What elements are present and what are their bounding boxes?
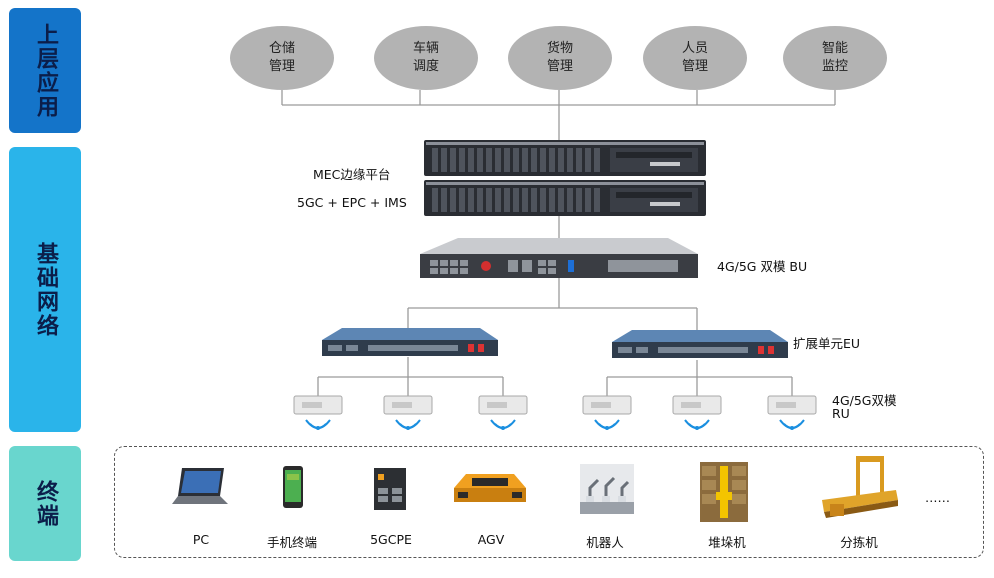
app-personnel-management: 人员管理 — [643, 26, 747, 90]
app-label: 货物 — [546, 41, 573, 56]
ru-unit-icon — [672, 395, 722, 430]
terminal-label-cpe: 5GCPE — [370, 532, 412, 547]
app-label: 智能 — [821, 41, 848, 56]
ru-unit-icon — [293, 395, 343, 430]
terminals-more: …… — [925, 490, 950, 505]
terminal-area-border — [114, 446, 984, 558]
app-label: 管理 — [546, 59, 573, 74]
app-vehicle-dispatch: 车辆调度 — [374, 26, 478, 90]
band-basic-network-label: 基础网络 — [33, 241, 58, 338]
cpe-router-icon — [374, 468, 406, 510]
ru-label-line1: 4G/5G双模 — [832, 393, 897, 408]
terminal-label-stacker: 堆垛机 — [708, 535, 746, 550]
ru-unit-icon — [767, 395, 817, 430]
sorting-machine-icon — [822, 456, 898, 518]
band-upper-application: 上层应用 — [9, 8, 81, 133]
ru-unit-icon — [478, 395, 528, 430]
core-network-label: 5GC + EPC + IMS — [297, 195, 407, 210]
band-terminal-label: 终端 — [33, 479, 58, 528]
bu-label: 4G/5G 双模 BU — [717, 259, 808, 274]
app-cargo-management: 货物管理 — [508, 26, 612, 90]
phone-icon — [283, 466, 303, 508]
terminal-label-pc: PC — [192, 532, 210, 547]
app-warehouse-management: 仓储管理 — [230, 26, 334, 90]
robot-arm-icon — [580, 464, 634, 514]
stacker-crane-icon — [700, 462, 748, 522]
eu-unit-left-icon — [322, 328, 498, 356]
app-label: 车辆 — [412, 41, 439, 56]
band-terminal: 终端 — [9, 446, 81, 561]
app-label: 仓储 — [268, 41, 295, 56]
app-label: 管理 — [681, 59, 708, 74]
terminal-label-phone: 手机终端 — [266, 535, 318, 550]
terminal-label-robot: 机器人 — [586, 535, 624, 550]
server-stack-icon — [424, 140, 706, 216]
eu-unit-right-icon — [612, 330, 788, 358]
app-label: 人员 — [681, 41, 708, 56]
laptop-icon — [172, 468, 228, 504]
app-label: 调度 — [412, 59, 439, 74]
app-label: 监控 — [821, 59, 848, 74]
ru-unit-icon — [582, 395, 632, 430]
band-upper-application-label: 上层应用 — [33, 22, 58, 119]
ru-label-line2: RU — [832, 406, 850, 421]
app-smart-monitoring: 智能监控 — [783, 26, 887, 90]
bu-unit-icon — [420, 238, 698, 278]
band-basic-network: 基础网络 — [9, 147, 81, 432]
eu-label: 扩展单元EU — [793, 336, 861, 351]
terminal-label-agv: AGV — [477, 532, 505, 547]
terminal-label-sorter: 分拣机 — [840, 535, 878, 550]
agv-icon — [454, 474, 526, 502]
app-label: 管理 — [268, 59, 295, 74]
mec-platform-label: MEC边缘平台 — [313, 167, 391, 182]
ru-unit-icon — [383, 395, 433, 430]
